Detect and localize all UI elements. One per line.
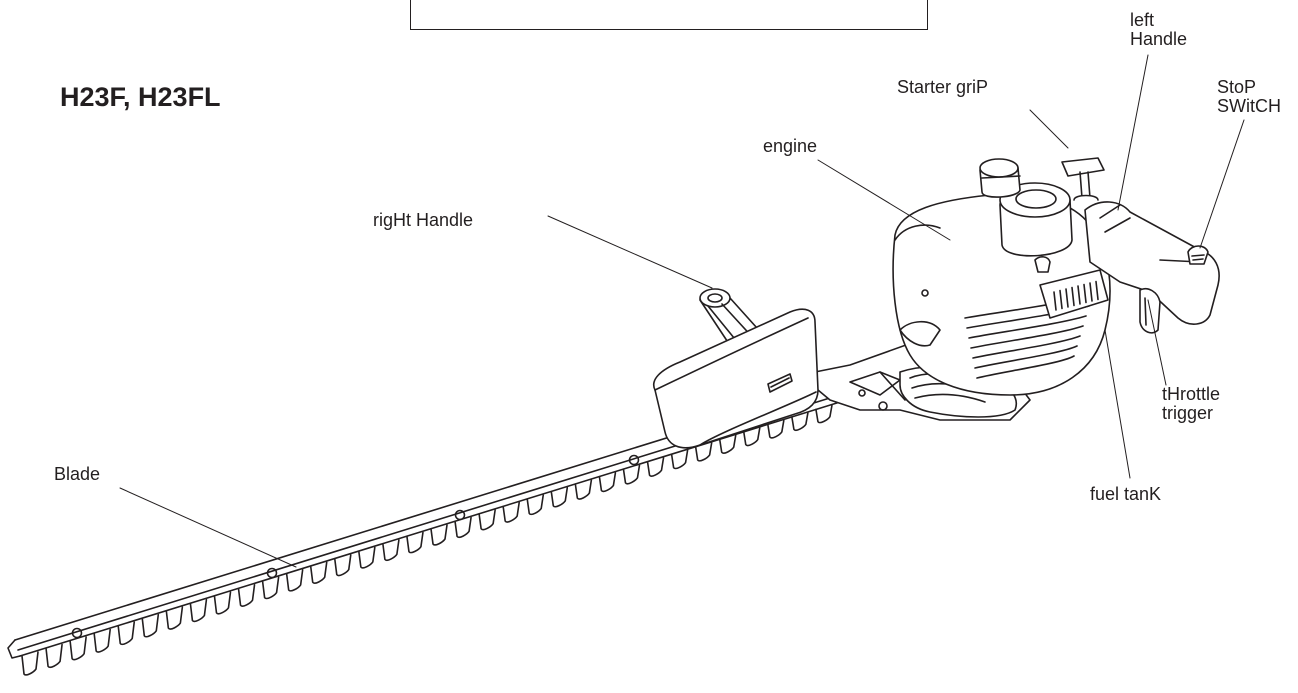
blade-rivet — [628, 454, 640, 466]
blade-tooth — [213, 591, 232, 615]
blade-tooth — [69, 636, 87, 661]
leader-left-handle — [1117, 54, 1149, 211]
blade-rivet — [454, 509, 466, 521]
blade-tooth — [767, 419, 785, 439]
blade-tooth — [382, 539, 400, 561]
muffler-slot — [1095, 280, 1099, 301]
cylinder-fin — [972, 335, 1081, 359]
label-engine: engine — [763, 136, 818, 156]
blade-tooth — [574, 479, 593, 500]
label-stop-switch: StoP SWitCH — [1217, 77, 1281, 116]
blade-tooth — [261, 576, 280, 600]
blade-tooth — [454, 516, 472, 539]
label-blade: Blade — [54, 464, 101, 484]
muffler-slot — [1053, 291, 1057, 311]
blade-rivet — [71, 627, 83, 639]
blade-tooth — [165, 606, 184, 630]
blade-tooth — [406, 531, 424, 554]
muffler-slot — [1077, 285, 1081, 305]
blade-tooth — [45, 643, 63, 669]
blade-tooth — [21, 651, 39, 676]
muffler-slot — [1071, 286, 1075, 307]
blade-tooth — [309, 561, 328, 584]
blade-tooth — [358, 546, 376, 569]
blade-tooth — [622, 464, 641, 485]
leader-stop-switch — [1199, 119, 1245, 249]
label-starter-grip: Starter griP — [897, 77, 989, 97]
blade-tooth — [742, 427, 761, 447]
blade-tooth — [93, 628, 111, 653]
blade-tooth — [815, 404, 833, 424]
cylinder-fin — [976, 355, 1075, 379]
muffler-slot — [1059, 289, 1063, 310]
leader-engine — [817, 159, 951, 241]
blade-tooth — [694, 442, 713, 462]
leader-fuel-tank — [1104, 329, 1131, 479]
leader-lines — [119, 54, 1245, 568]
starter-grip — [1061, 157, 1105, 201]
blade-tooth — [718, 434, 737, 454]
right-handle — [653, 288, 819, 449]
blade-tooth — [526, 494, 545, 516]
blade-tooth — [502, 501, 520, 523]
muffler-slot — [1089, 282, 1093, 302]
label-fuel-tank: fuel tanK — [1090, 484, 1162, 504]
muffler-slot — [1083, 283, 1087, 304]
blade-tooth — [550, 486, 569, 508]
label-throttle-trigger: tHrottle trigger — [1162, 384, 1221, 423]
blade-tooth — [670, 449, 689, 470]
label-left-handle: left Handle — [1130, 10, 1188, 49]
label-right-handle: rigHt Handle — [373, 210, 474, 230]
blade-tooth — [598, 471, 617, 493]
blade-tooth — [333, 554, 352, 577]
leader-starter-grip — [1029, 109, 1069, 149]
leader-right-handle — [547, 215, 713, 289]
cylinder-fin — [968, 315, 1087, 339]
leader-blade — [119, 487, 297, 568]
blade-tooth — [791, 412, 809, 431]
cylinder-fin — [974, 345, 1078, 369]
blade-tooth — [117, 621, 136, 646]
leader-throttle-trigger — [1147, 299, 1167, 386]
blade-tooth — [478, 509, 496, 531]
blade-tooth — [189, 598, 208, 623]
blade-rivet — [266, 567, 278, 579]
left-handle — [1084, 201, 1220, 334]
model-title: H23F, H23FL — [60, 82, 221, 112]
top-frame-border — [410, 0, 928, 30]
muffler-slot — [1065, 288, 1069, 308]
blade-tooth — [430, 524, 448, 546]
blade-tooth — [237, 583, 256, 607]
blade-tooth — [285, 569, 304, 592]
blade-tooth — [141, 613, 160, 638]
cylinder-fin — [970, 325, 1084, 349]
engine — [892, 158, 1111, 396]
blade-tooth — [646, 456, 665, 477]
